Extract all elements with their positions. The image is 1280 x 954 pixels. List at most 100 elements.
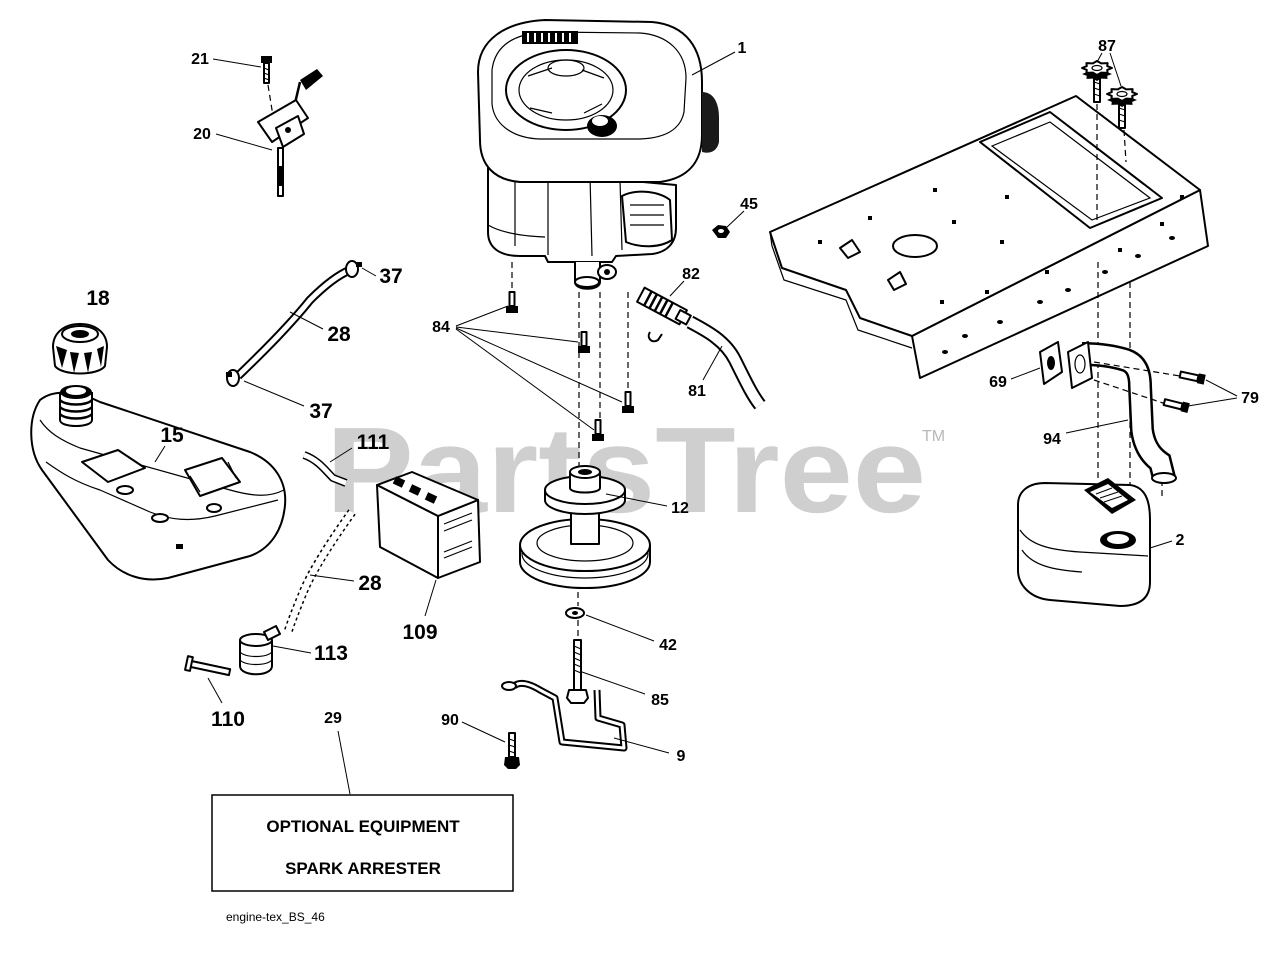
engine-pulley xyxy=(519,465,651,589)
leader-line xyxy=(154,445,166,463)
callouts: 1 21 20 87 45 37 82 18 28 84 81 69 79 15… xyxy=(86,38,1259,765)
callout-37-top: 37 xyxy=(379,265,402,288)
belt-guide-bracket xyxy=(501,679,628,752)
leader-line xyxy=(1096,52,1103,63)
leader-line xyxy=(337,730,351,795)
callout-82: 82 xyxy=(682,266,700,283)
callout-42: 42 xyxy=(659,637,677,654)
fuel-filter xyxy=(376,471,481,579)
leader-line xyxy=(585,614,655,642)
callout-94: 94 xyxy=(1043,431,1061,448)
exhaust-pipe xyxy=(1081,342,1177,484)
leader-line xyxy=(1205,379,1238,397)
throttle-control xyxy=(257,56,323,197)
callout-1: 1 xyxy=(738,40,747,57)
callout-111: 111 xyxy=(357,431,390,454)
leader-line xyxy=(215,133,273,151)
leader-line xyxy=(309,574,355,582)
diagram-code: engine-tex_BS_46 xyxy=(226,910,325,924)
hex-nut xyxy=(712,225,730,238)
spark-arrester-label: SPARK ARRESTER xyxy=(285,859,441,878)
callout-28-lower: 28 xyxy=(358,572,382,595)
leader-line xyxy=(289,311,324,330)
leader-line xyxy=(455,327,623,403)
callout-69: 69 xyxy=(989,374,1007,391)
exhaust-gasket xyxy=(1039,341,1093,389)
callout-45: 45 xyxy=(740,196,758,213)
bolt xyxy=(578,331,590,353)
leader-line xyxy=(329,447,353,463)
mower-frame xyxy=(769,95,1209,379)
fuel-hose-short xyxy=(302,451,348,487)
leader-line xyxy=(424,579,437,617)
callout-113: 113 xyxy=(314,642,348,665)
leader-line xyxy=(455,326,579,343)
leader-line xyxy=(725,210,745,229)
leader-line xyxy=(613,737,670,754)
callout-18: 18 xyxy=(86,287,110,310)
leader-line xyxy=(605,493,668,507)
mounting-bolts xyxy=(506,291,634,441)
leader-lines xyxy=(154,51,1238,795)
bolt xyxy=(506,291,518,313)
leader-line xyxy=(361,267,377,277)
callout-21: 21 xyxy=(191,51,209,68)
knob-bolt xyxy=(1081,60,1113,103)
callout-15: 15 xyxy=(160,424,184,447)
callout-29: 29 xyxy=(324,710,342,727)
callout-87: 87 xyxy=(1098,38,1116,55)
leader-line xyxy=(669,280,685,297)
leader-line xyxy=(1109,52,1122,87)
leader-line xyxy=(455,328,595,431)
callout-79: 79 xyxy=(1241,390,1259,407)
leader-line xyxy=(691,51,736,76)
bracket-bolt xyxy=(504,732,520,769)
callout-37-bottom: 37 xyxy=(309,400,332,423)
watermark-trademark: TM xyxy=(922,428,945,445)
leader-line xyxy=(1010,367,1041,380)
callout-12: 12 xyxy=(671,500,689,517)
optional-equipment-label: OPTIONAL EQUIPMENT xyxy=(266,817,460,836)
leader-line xyxy=(243,380,305,407)
fuel-cap xyxy=(52,323,108,375)
callout-109: 109 xyxy=(402,621,437,644)
leader-line xyxy=(212,58,262,68)
optional-equipment-box: OPTIONAL EQUIPMENT SPARK ARRESTER xyxy=(211,794,514,892)
callout-20: 20 xyxy=(193,126,211,143)
knob-bolt xyxy=(1106,86,1138,129)
leader-line xyxy=(272,645,312,654)
leader-line xyxy=(702,345,723,381)
bolt xyxy=(592,419,604,441)
engine xyxy=(477,19,719,290)
callout-2: 2 xyxy=(1176,532,1185,549)
fuel-hose-upper xyxy=(234,265,352,380)
hose-clamp xyxy=(226,369,240,387)
leader-line xyxy=(455,305,509,327)
fuel-pipe xyxy=(686,315,766,410)
bolt xyxy=(622,391,634,413)
callout-90: 90 xyxy=(441,712,459,729)
leader-line xyxy=(207,677,223,704)
leader-line xyxy=(1065,419,1129,434)
callout-9: 9 xyxy=(677,748,686,765)
fuel-pin xyxy=(184,655,232,677)
exhaust-bolts xyxy=(1093,361,1206,413)
washer xyxy=(565,607,585,619)
callout-84: 84 xyxy=(432,319,450,336)
leader-line xyxy=(581,671,646,695)
pulley-bolt xyxy=(566,639,589,704)
hose-clip xyxy=(647,331,663,343)
leader-line xyxy=(1187,397,1238,407)
fuel-tank xyxy=(30,385,287,581)
fuel-fitting xyxy=(636,286,692,326)
muffler xyxy=(1017,478,1151,607)
callout-81: 81 xyxy=(688,383,706,400)
callout-28-top: 28 xyxy=(327,323,351,346)
hose-clamp xyxy=(345,260,362,278)
callout-110: 110 xyxy=(211,708,245,731)
fuel-hose-lower xyxy=(283,509,356,634)
fuel-valve xyxy=(239,625,281,676)
leader-line xyxy=(461,721,506,743)
callout-85: 85 xyxy=(651,692,669,709)
